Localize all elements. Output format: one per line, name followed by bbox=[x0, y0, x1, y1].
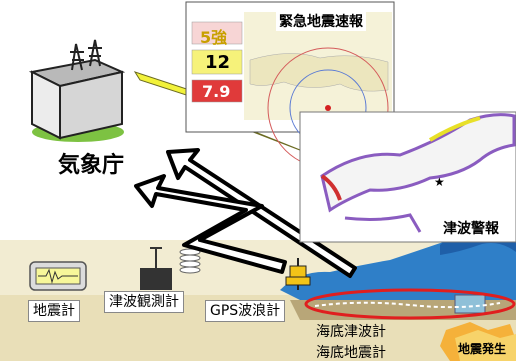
antenna-towers bbox=[70, 39, 102, 71]
gps-buoy bbox=[285, 258, 311, 290]
magnitude-value: 7.9 bbox=[202, 82, 231, 101]
epicenter-burst bbox=[440, 322, 516, 361]
seafloor-station bbox=[454, 294, 486, 314]
agency-label: 気象庁 bbox=[58, 153, 125, 178]
tide-gauge-tower bbox=[140, 247, 201, 290]
arrival-seconds-value: 12 bbox=[205, 52, 231, 73]
svg-text:★: ★ bbox=[434, 175, 445, 189]
tsunami-screen-title: 津波警報 bbox=[440, 218, 502, 238]
seconds-panel bbox=[191, 49, 243, 75]
tide-gauge-label: 津波観測計 bbox=[104, 291, 184, 313]
data-flow-arrows bbox=[134, 148, 357, 278]
eew-screen-title: 緊急地震速報 bbox=[276, 11, 366, 31]
coastline-map bbox=[320, 113, 516, 213]
seafloor-seismometer-label: 海底地震計 bbox=[316, 345, 386, 361]
agency-building bbox=[28, 39, 126, 142]
building-front bbox=[59, 70, 123, 140]
seismometer-label: 地震計 bbox=[28, 300, 80, 322]
seafloor-highlight-ellipse bbox=[304, 288, 516, 320]
intensity-value: 5強 bbox=[200, 28, 228, 47]
seismometer-device bbox=[29, 261, 87, 291]
magnitude-panel bbox=[191, 79, 243, 103]
intensity-panel bbox=[191, 21, 243, 45]
arrow-from-buoy bbox=[166, 148, 357, 278]
arrow-zigzag bbox=[134, 174, 287, 274]
seafloor-tsunami-label: 海底津波計 bbox=[316, 324, 386, 340]
gps-buoy-label: GPS波浪計 bbox=[205, 300, 286, 322]
event-label: 地震発生 bbox=[458, 342, 507, 356]
